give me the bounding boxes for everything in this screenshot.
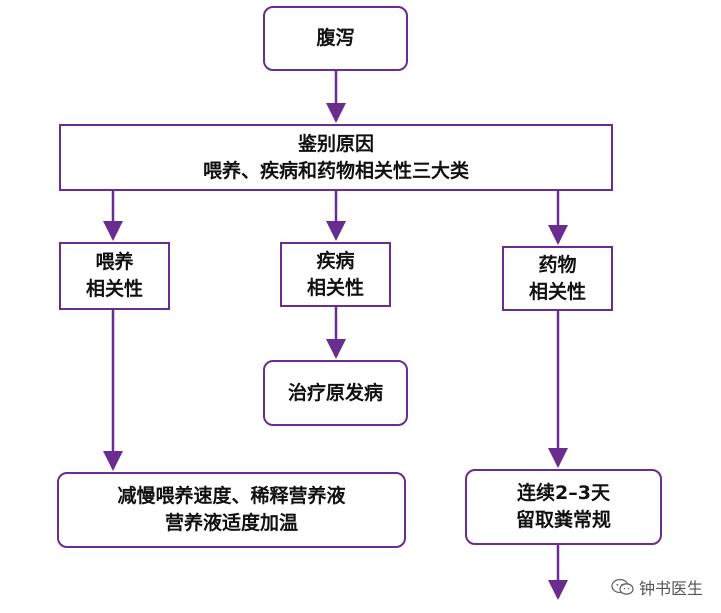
- node-drug-action: 连续2–3天 留取粪常规: [465, 469, 662, 545]
- treat-primary-label: 治疗原发病: [287, 381, 383, 404]
- wechat-icon: [611, 578, 634, 595]
- watermark: 钟书医生: [611, 575, 703, 599]
- identify-cause-line2: 喂养、疾病和药物相关性三大类: [202, 159, 469, 182]
- disease-related-line1: 疾病: [316, 249, 355, 272]
- drug-action-line2: 留取粪常规: [515, 509, 611, 531]
- identify-cause-line1: 鉴别原因: [297, 132, 374, 155]
- node-diarrhea-label: 腹泻: [316, 27, 355, 50]
- node-disease-related: 疾病 相关性: [280, 242, 391, 307]
- node-identify-cause: 鉴别原因 喂养、疾病和药物相关性三大类: [59, 124, 613, 191]
- drug-related-line2: 相关性: [528, 280, 586, 303]
- watermark-text: 钟书医生: [638, 579, 703, 598]
- drug-related-line1: 药物: [538, 253, 577, 276]
- feeding-related-line1: 喂养: [95, 251, 134, 274]
- feeding-action-line2: 营养液适度加温: [164, 512, 298, 534]
- node-diarrhea: 腹泻: [263, 6, 408, 71]
- disease-related-line2: 相关性: [306, 276, 364, 299]
- drug-action-line1: 连续2–3天: [517, 482, 610, 505]
- node-drug-related: 药物 相关性: [502, 246, 613, 311]
- feeding-action-line1: 减慢喂养速度、稀释营养液: [117, 485, 346, 508]
- node-treat-primary: 治疗原发病: [263, 360, 408, 426]
- feeding-related-line2: 相关性: [85, 278, 143, 300]
- node-feeding-related: 喂养 相关性: [59, 242, 170, 310]
- node-feeding-action: 减慢喂养速度、稀释营养液 营养液适度加温: [57, 472, 406, 548]
